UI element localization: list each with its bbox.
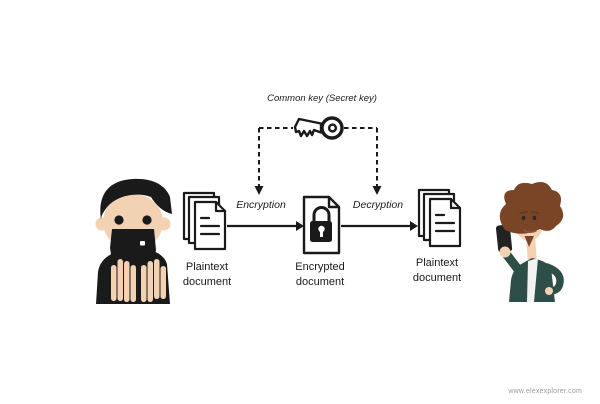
decrypt-arrow: [341, 221, 418, 231]
encrypted-line1: Encrypted: [295, 261, 345, 273]
receiver-shirt: [527, 258, 538, 302]
sender-eye-left: [114, 215, 124, 225]
receiver-smile: [523, 229, 537, 234]
key-icon: [293, 116, 344, 140]
document-stack-left-icon: [182, 191, 227, 251]
phone-icon: [495, 224, 513, 253]
sender-hands: [111, 259, 166, 302]
plaintext-right-line1: Plaintext: [415, 257, 459, 269]
sender-avatar: [95, 178, 172, 304]
encrypted-document-icon: [302, 195, 341, 255]
receiver-eye-left: [521, 215, 526, 221]
document-stack-right-icon: [417, 188, 462, 248]
encrypt-arrow: [227, 221, 304, 231]
key-down-arrowheads: [254, 186, 382, 195]
receiver-hand-left: [499, 246, 511, 258]
dashed-connector: [258, 127, 378, 186]
plaintext-right-label: Plaintext document: [395, 256, 479, 286]
receiver-right-arm: [543, 263, 564, 295]
receiver-hand-right: [545, 287, 553, 295]
key-caption: Common key (Secret key): [267, 93, 377, 104]
encryption-step-label: Encryption: [236, 199, 286, 211]
sender-eye-right: [142, 215, 152, 225]
sender-hair: [100, 178, 172, 220]
plaintext-right-line2: document: [412, 272, 462, 284]
receiver-hair: [499, 182, 564, 234]
receiver-left-arm: [502, 250, 525, 277]
receiver-goatee: [524, 236, 534, 247]
plaintext-left-label: Plaintext document: [165, 260, 249, 290]
plaintext-left-line1: Plaintext: [185, 261, 229, 273]
decryption-step-label: Decryption: [352, 199, 404, 211]
receiver-avatar: [495, 182, 564, 302]
receiver-eye-right: [532, 215, 537, 221]
encrypted-label: Encrypted document: [278, 260, 362, 290]
watermark: www.elexexplorer.com: [508, 388, 582, 395]
plaintext-left-line2: document: [182, 276, 232, 288]
lock-icon: [310, 206, 332, 242]
encrypted-line2: document: [295, 276, 345, 288]
